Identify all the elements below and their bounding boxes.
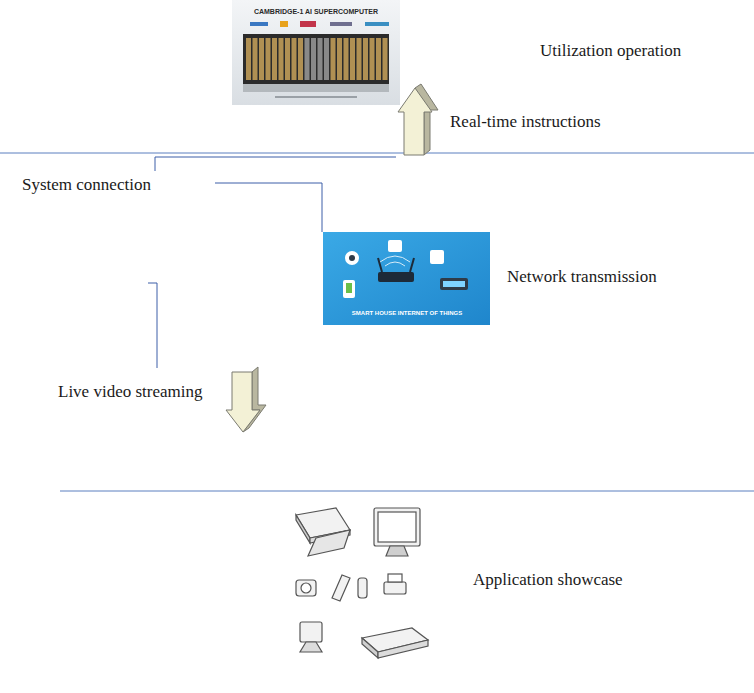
separator-line <box>0 153 754 154</box>
stage-label: Utilization operation <box>540 42 681 61</box>
stage-label: Network transmission <box>507 268 657 287</box>
network-picture <box>323 232 490 325</box>
stage-label: Application showcase <box>473 571 623 590</box>
connection-label: System connection <box>22 176 151 195</box>
separator-line <box>60 491 754 492</box>
picture-caption: SMART HOUSE INTERNET OF THINGS <box>352 310 462 317</box>
down-arrow <box>226 367 266 432</box>
supercomputer-picture <box>232 0 400 105</box>
devices-picture <box>296 508 428 658</box>
arrow-label: Real-time instructions <box>450 113 601 132</box>
arrow-label: Live video streaming <box>58 383 202 402</box>
up-arrow <box>398 84 438 155</box>
picture-title: CAMBRIDGE-1 AI SUPERCOMPUTER <box>254 8 378 16</box>
